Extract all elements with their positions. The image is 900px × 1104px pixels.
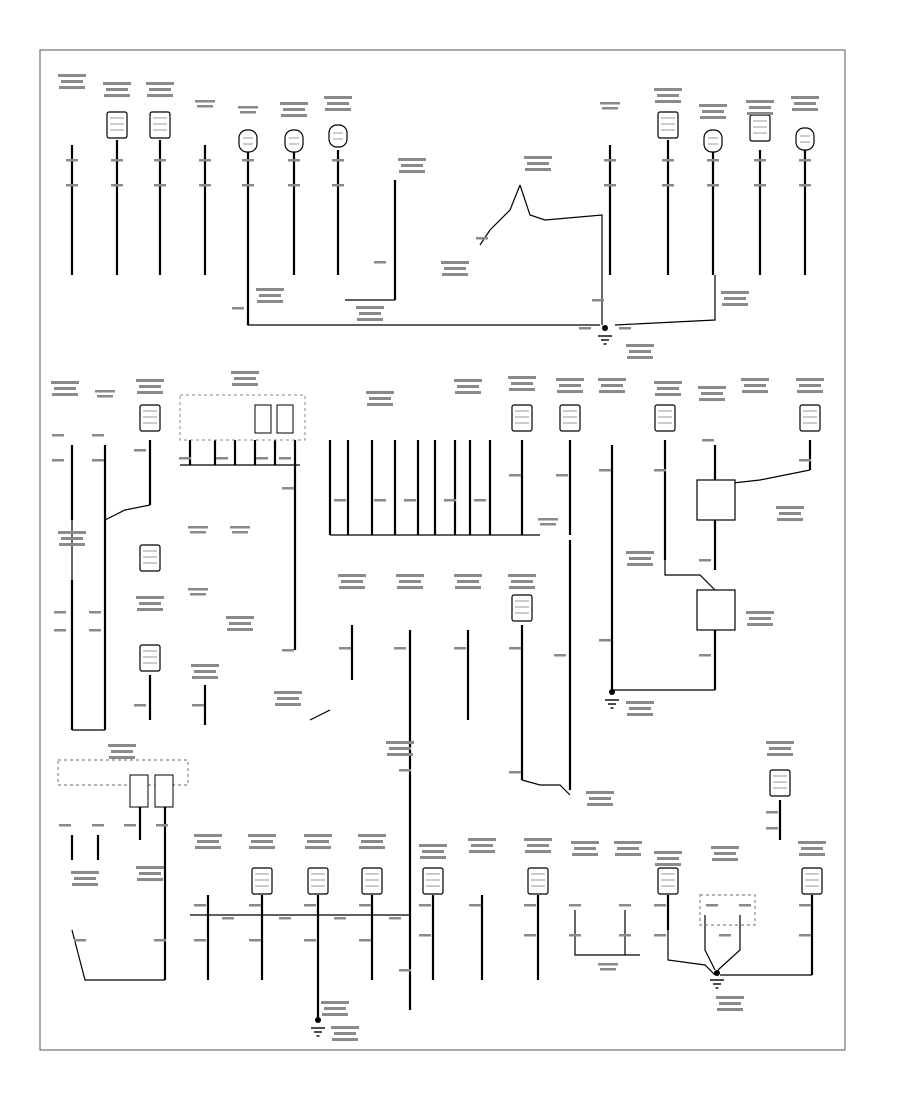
top-ground-bus bbox=[247, 184, 716, 326]
middle-wires bbox=[70, 440, 812, 1010]
middle-ground-point bbox=[604, 689, 620, 709]
middle-bus-lines bbox=[71, 464, 811, 796]
bottom-bus-lines bbox=[57, 759, 812, 981]
diagram-border bbox=[39, 49, 846, 1051]
top-labels bbox=[58, 74, 819, 359]
middle-labels bbox=[51, 371, 824, 806]
top-row-components bbox=[70, 140, 807, 325]
middle-connectors bbox=[139, 394, 821, 672]
bottom-wires bbox=[70, 780, 814, 1020]
top-ground-point bbox=[597, 325, 613, 345]
bottom-connectors bbox=[129, 769, 823, 895]
bottom-ground-points bbox=[310, 970, 725, 1037]
